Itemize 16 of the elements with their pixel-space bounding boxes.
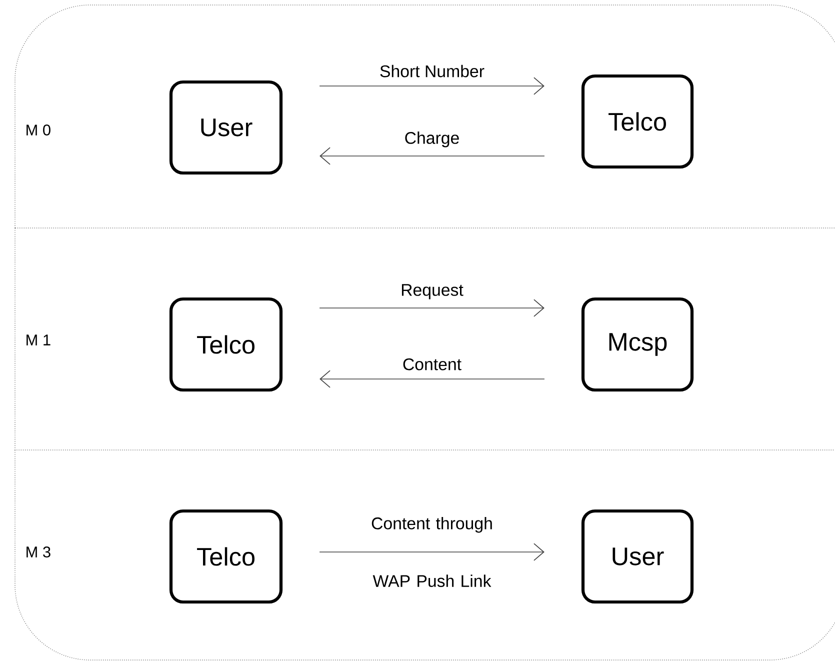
arrow [319, 543, 544, 561]
edge-label: Request [399, 282, 465, 301]
box: Mcsp [581, 297, 694, 392]
box: User [581, 509, 694, 604]
edge-label: Content through WAP Push Link [372, 516, 492, 587]
box: Telco [169, 297, 283, 392]
edge-label: Content [401, 356, 463, 372]
arrow [319, 77, 544, 95]
arrow [320, 147, 545, 165]
arrow [320, 370, 545, 388]
arrow [319, 299, 544, 317]
edge-label: Charge [402, 130, 462, 149]
box: Telco [581, 74, 694, 169]
box: Telco [169, 509, 283, 604]
box: User [169, 80, 283, 175]
edge-label: Short Number [378, 63, 486, 79]
